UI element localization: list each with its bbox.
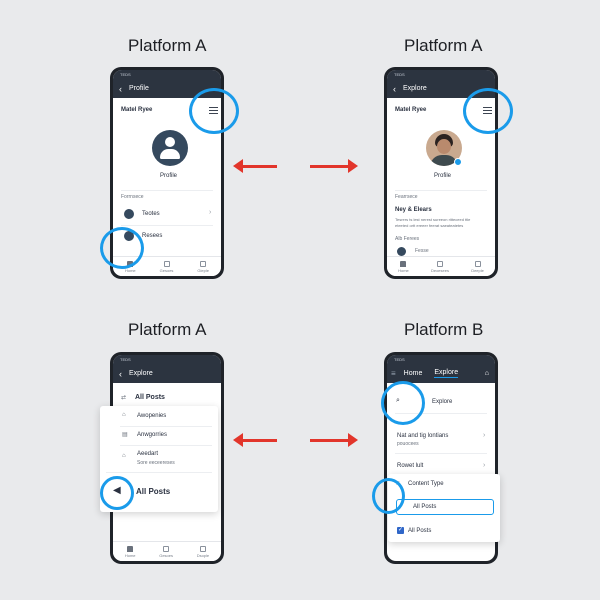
list-item-desc: pouocees xyxy=(397,441,419,447)
divider xyxy=(395,453,487,454)
highlight-ring xyxy=(189,88,239,134)
header-title: Explore xyxy=(129,370,153,377)
highlight-ring xyxy=(100,476,134,510)
status-bar: TEDS xyxy=(387,70,495,79)
menu-icon[interactable]: ≡ xyxy=(391,369,396,378)
checkbox-checked-icon[interactable]: ✓ xyxy=(397,527,404,534)
section-label: Forrnsece xyxy=(121,194,144,200)
folder-icon xyxy=(163,260,170,267)
folder-icon xyxy=(163,545,170,552)
badge-icon xyxy=(454,158,462,166)
bottom-tab-bar: Home Gesoes Dsople xyxy=(113,541,221,561)
list-icon: ▤ xyxy=(122,432,128,438)
back-arrow-icon[interactable]: ‹ xyxy=(119,83,122,94)
option-label[interactable]: All Posts xyxy=(408,528,432,534)
filter-label[interactable]: All Posts xyxy=(135,394,165,401)
divider xyxy=(395,413,487,414)
folder-icon xyxy=(436,260,443,267)
avatar-label: Profile xyxy=(160,173,178,179)
status-bar: TEDS xyxy=(113,70,221,79)
arrow-right-top xyxy=(310,159,358,173)
chevron-right-icon: › xyxy=(209,209,212,216)
row-label[interactable]: Fesse xyxy=(415,248,429,254)
highlight-ring xyxy=(381,381,425,425)
status-bar: TEDS xyxy=(387,355,495,364)
lock-icon: ⌂ xyxy=(122,453,126,459)
list-item[interactable]: Teotes xyxy=(142,211,160,217)
search-label[interactable]: Explore xyxy=(432,399,453,405)
tab-third[interactable]: Deeple xyxy=(471,260,484,273)
bottom-tab-bar: Home Gesoes Gieple xyxy=(113,256,221,276)
tab-home[interactable]: Home xyxy=(403,370,423,377)
app-header: ≡ Home Explore ⌂ xyxy=(387,364,495,383)
menu-item[interactable]: Awopenies xyxy=(137,413,167,419)
home-icon xyxy=(400,260,407,267)
list-item[interactable]: Resees xyxy=(142,233,163,239)
menu-item-desc: Sore eeceereses xyxy=(137,460,175,466)
content-type-sheet: ≡ Content Type All Posts ✓ All Posts xyxy=(388,474,500,542)
people-icon xyxy=(200,260,207,267)
content-type-label: Content Type xyxy=(408,481,444,487)
divider xyxy=(121,190,213,191)
chevron-right-icon: › xyxy=(483,432,486,439)
tab-second[interactable]: Gesoes xyxy=(159,545,173,558)
menu-item[interactable]: Anwgorries xyxy=(137,432,168,438)
highlight-ring xyxy=(463,88,513,134)
chevron-right-icon: › xyxy=(483,462,486,469)
tab-second[interactable]: Deoesees xyxy=(431,260,449,273)
arrow-right-bottom xyxy=(310,433,358,447)
section-label: Fearrsece xyxy=(395,194,418,200)
menu-item[interactable]: Aeedart xyxy=(137,451,159,457)
tab-second[interactable]: Gesoes xyxy=(160,260,173,273)
divider xyxy=(121,225,213,226)
avatar[interactable] xyxy=(152,130,188,166)
app-header: ‹ Explore xyxy=(113,364,221,383)
home-outline-icon: ⌂ xyxy=(122,412,126,418)
item-desc: eteeted ortt ereeer feerat saeateatetes xyxy=(395,223,464,228)
highlight-ring xyxy=(100,227,144,269)
highlight-ring xyxy=(372,478,405,514)
panel-title-bottom-right: Platform B xyxy=(404,320,484,339)
people-icon xyxy=(474,260,481,267)
user-name: Matel Ryee xyxy=(395,107,427,113)
tab-home[interactable]: Home xyxy=(125,545,136,558)
tab-third[interactable]: Dsople xyxy=(197,545,209,558)
back-arrow-icon[interactable]: ‹ xyxy=(119,368,122,379)
app-header: ‹ Explore xyxy=(387,79,495,98)
arrow-left-bottom xyxy=(233,433,277,447)
avatar-label: Profile xyxy=(434,173,452,179)
divider xyxy=(395,190,487,191)
divider xyxy=(106,472,212,473)
sub-label: Alb Ferees xyxy=(395,236,420,242)
filter-icon[interactable]: ⇄ xyxy=(121,395,127,401)
divider xyxy=(120,445,212,446)
item-desc: Tesrers ts lest nerest sureeon ritteceed… xyxy=(395,217,471,222)
arrow-left-top xyxy=(233,159,277,173)
home-icon xyxy=(127,545,134,552)
user-icon xyxy=(124,209,134,219)
item-title[interactable]: Ney & Elears xyxy=(395,207,432,213)
panel-title-top-right: Platform A xyxy=(404,36,483,55)
header-title: Profile xyxy=(129,85,149,92)
status-bar: TEDS xyxy=(113,355,221,364)
people-icon xyxy=(199,545,206,552)
divider xyxy=(120,426,212,427)
tab-explore[interactable]: Explore xyxy=(434,369,459,378)
user-name: Matel Ryee xyxy=(121,107,153,113)
option-all-posts[interactable]: All Posts xyxy=(396,499,494,515)
panel-title-bottom-left: Platform A xyxy=(128,320,207,339)
option-label: All Posts xyxy=(413,504,437,510)
tab-third[interactable]: Gieple xyxy=(197,260,209,273)
app-header: ‹ Profile xyxy=(113,79,221,98)
panel-title-top-left: Platform A xyxy=(128,36,207,55)
list-item[interactable]: Nat and tig lontians xyxy=(397,433,449,439)
list-item[interactable]: Rowet lult xyxy=(397,463,424,469)
bottom-tab-bar: Home Deoesees Deeple xyxy=(387,256,495,276)
back-arrow-icon[interactable]: ‹ xyxy=(393,83,396,94)
tab-home[interactable]: Home xyxy=(398,260,409,273)
lock-icon[interactable]: ⌂ xyxy=(484,370,489,377)
user-icon xyxy=(397,247,406,256)
header-title: Explore xyxy=(403,85,427,92)
menu-item-selected[interactable]: All Posts xyxy=(136,487,171,496)
